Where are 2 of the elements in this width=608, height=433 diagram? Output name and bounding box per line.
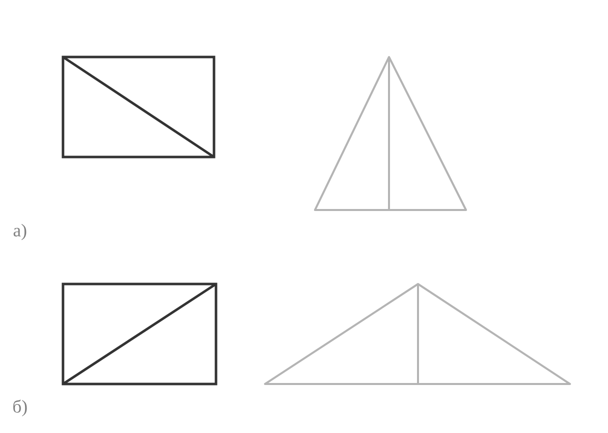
figure-label: а): [14, 224, 26, 240]
figure-label: б): [13, 400, 27, 416]
